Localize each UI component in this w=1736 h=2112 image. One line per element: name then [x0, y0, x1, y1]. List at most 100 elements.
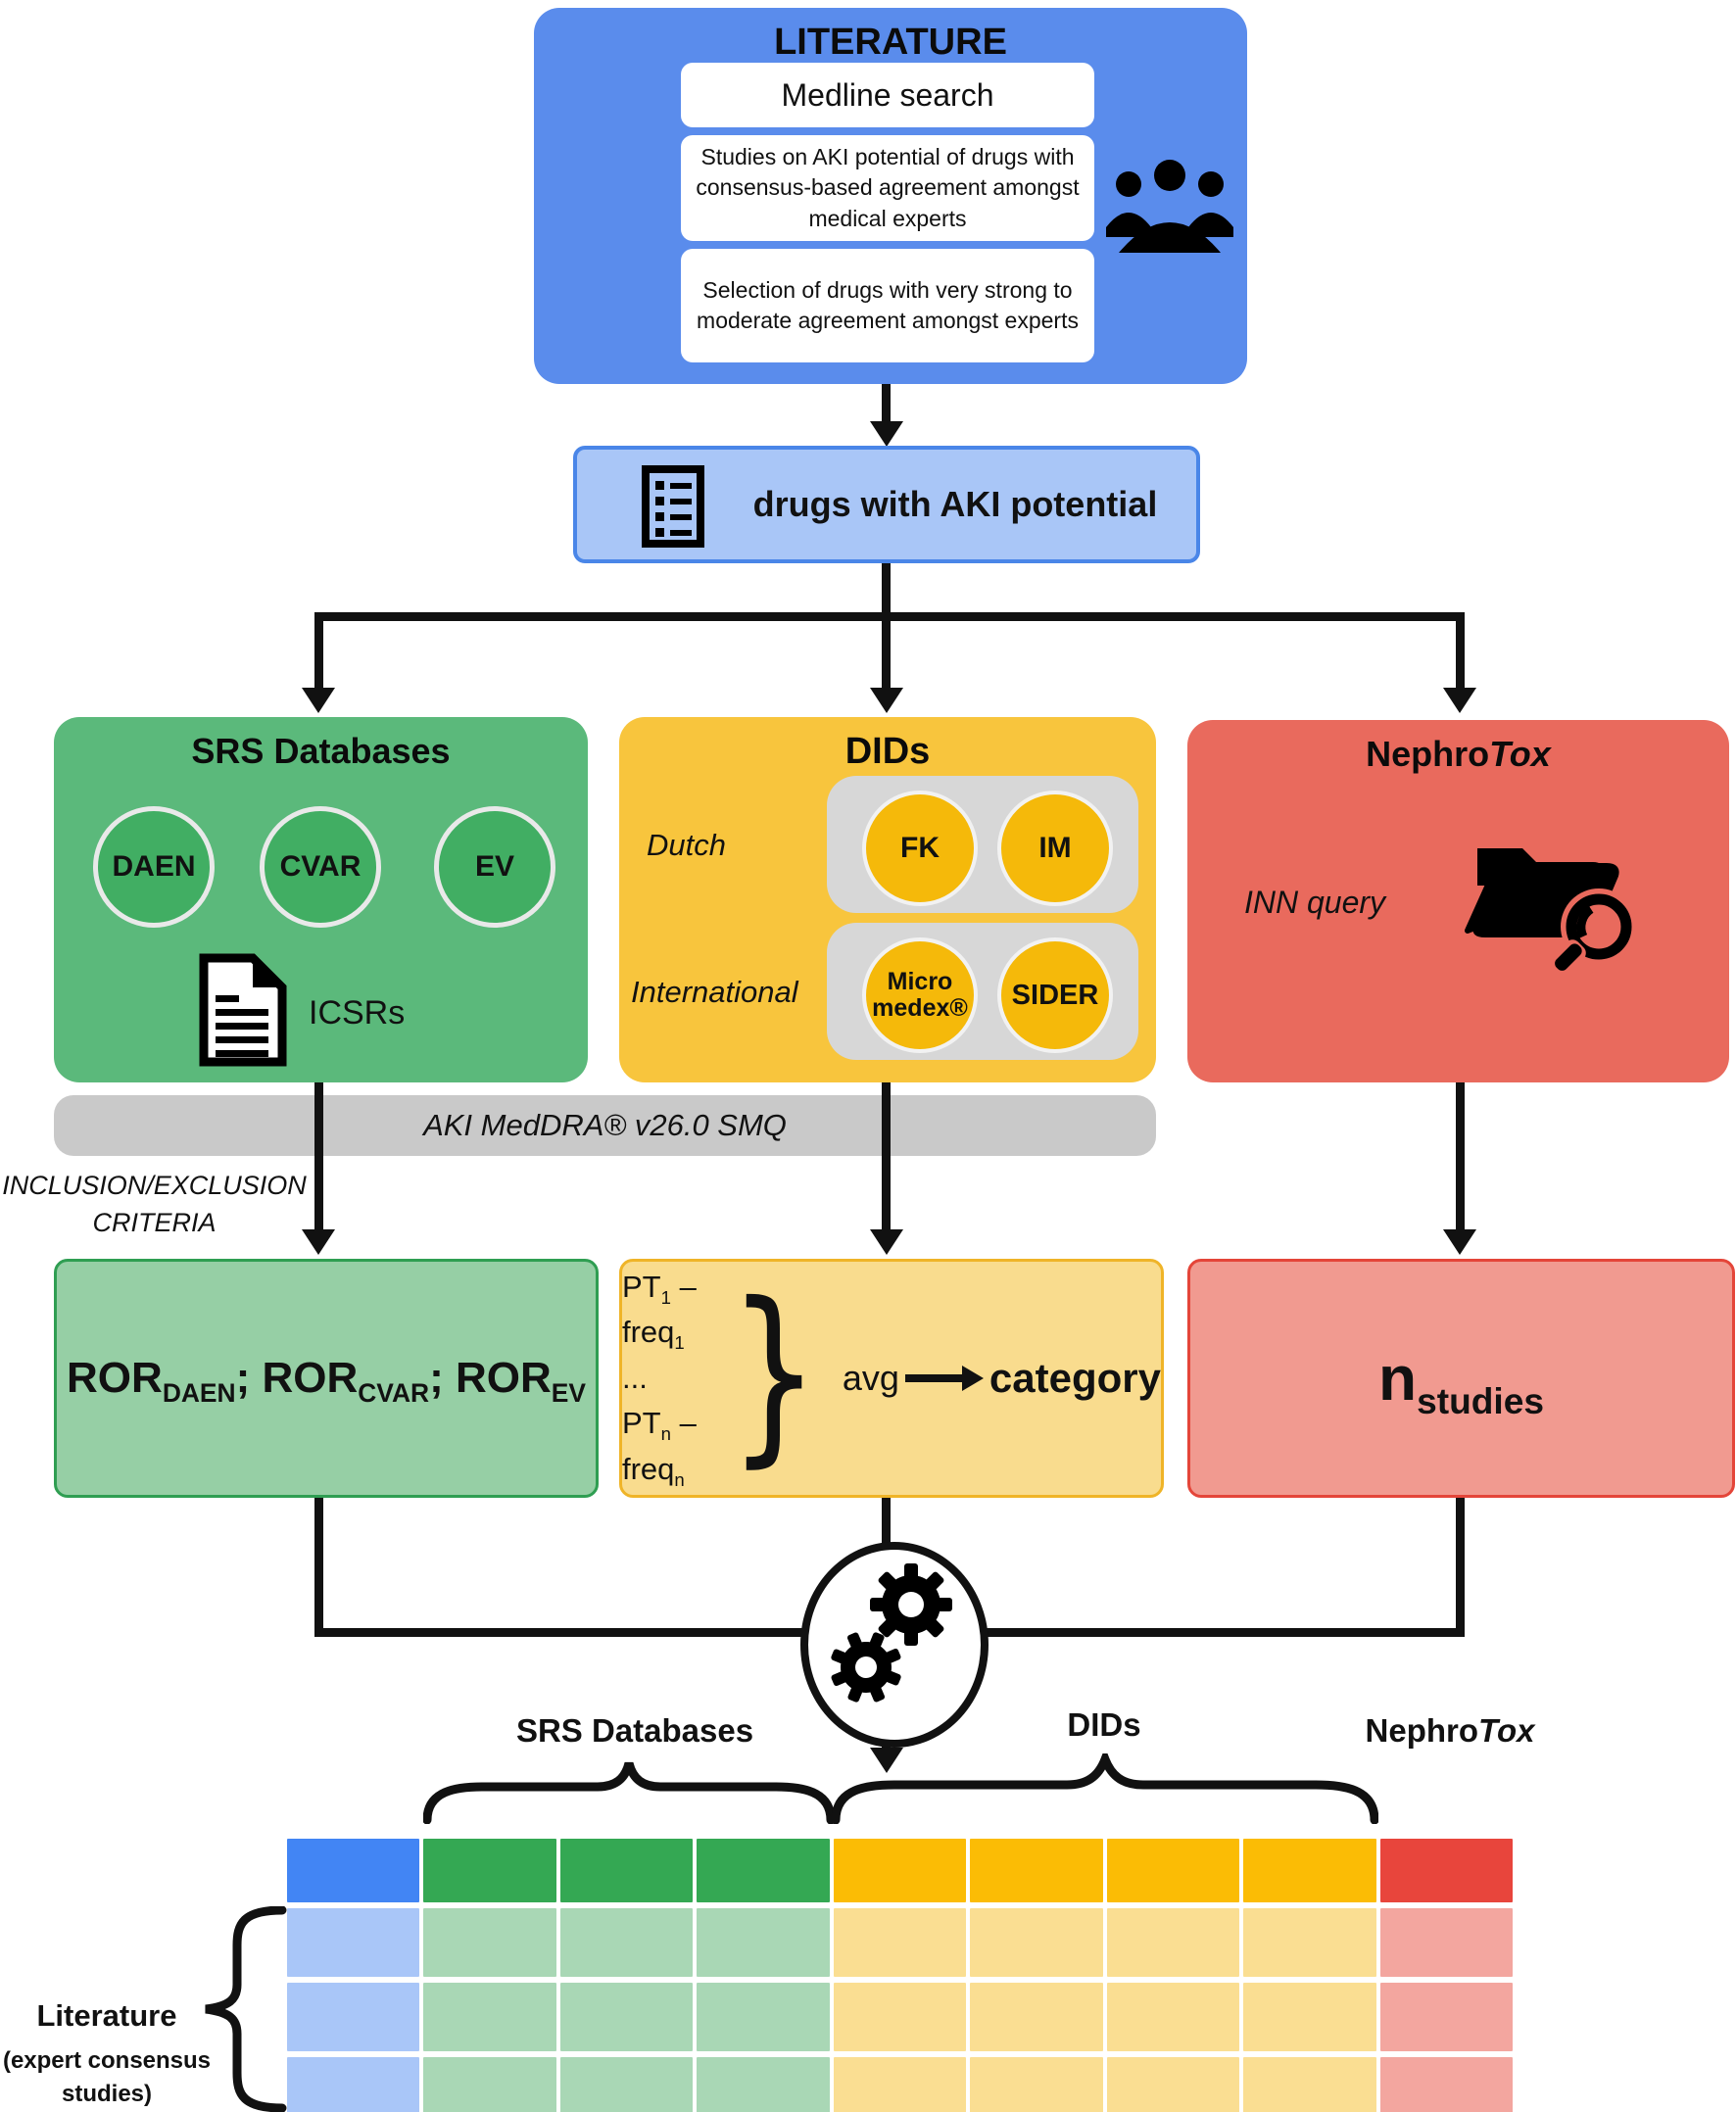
- inn-query-label: INN query: [1244, 885, 1386, 920]
- people-group-icon: [1106, 160, 1233, 253]
- matrix-cell: [697, 1983, 830, 2051]
- matrix-cell: [697, 1908, 830, 1977]
- srs-columns-brace: [423, 1761, 835, 1824]
- arrowhead: [302, 1229, 335, 1255]
- matrix-cell: [559, 1983, 694, 2051]
- nstudies-box: nstudies: [1187, 1259, 1735, 1498]
- connector: [882, 382, 891, 423]
- criteria-line1: INCLUSION/EXCLUSION: [2, 1171, 307, 1200]
- matrix-header-cell: [423, 1839, 556, 1902]
- matrix-cell: [423, 1983, 556, 2051]
- pt-dots: ...: [622, 1360, 648, 1395]
- matrix-cell: [970, 1908, 1103, 1977]
- matrix-dids-label: DIDs: [1067, 1706, 1141, 1743]
- avg-label: avg: [842, 1358, 899, 1398]
- connector: [1456, 1082, 1465, 1231]
- connector: [1456, 1492, 1465, 1637]
- gears-icon: [831, 1563, 952, 1703]
- combine-hub: [800, 1542, 989, 1748]
- rows-brace: [205, 1906, 287, 2112]
- pt-freq-box: PT1 – freq1 ... PTn – freqn } avg catego…: [619, 1259, 1164, 1498]
- connector: [882, 1492, 891, 1585]
- matrix-cell: [287, 2057, 420, 2112]
- dutch-label: Dutch: [647, 828, 726, 862]
- nephrotox-title-regular: Nephro: [1366, 734, 1490, 774]
- arrowhead: [870, 688, 903, 713]
- connector: [882, 612, 891, 691]
- connector: [314, 612, 323, 691]
- connector: [1456, 612, 1465, 691]
- summary-table: [287, 1839, 1513, 2112]
- matrix-cell: [1106, 1908, 1240, 1977]
- arrowhead: [302, 688, 335, 713]
- micromedex-circle: Micro medex®: [862, 937, 978, 1053]
- matrix-cell: [833, 1983, 967, 2051]
- arrowhead: [1443, 688, 1476, 713]
- folder-search-icon: [1465, 848, 1637, 976]
- sider-circle: SIDER: [997, 937, 1113, 1053]
- connector: [314, 1082, 323, 1231]
- srs-title: SRS Databases: [191, 731, 451, 771]
- cvar-circle: CVAR: [260, 806, 381, 928]
- matrix-cell: [1106, 1983, 1240, 2051]
- dids-title: DIDs: [844, 731, 931, 772]
- matrix-cell: [833, 2057, 967, 2112]
- connector: [314, 1492, 323, 1637]
- matrix-header-cell: [833, 1839, 967, 1902]
- aki-drugs-label: drugs with AKI potential: [752, 484, 1158, 524]
- nephrotox-title: NephroTox: [1187, 734, 1729, 775]
- medline-search-box: Medline search: [681, 63, 1094, 127]
- matrix-nephrotox-label: NephroTox: [1365, 1712, 1535, 1749]
- criteria-line2: CRITERIA: [92, 1207, 217, 1237]
- matrix-header-cell: [287, 1839, 420, 1902]
- micromedex-line2: medex®: [872, 994, 968, 1022]
- micromedex-line1: Micro: [887, 967, 953, 995]
- nephrotox-title-italic: Tox: [1489, 734, 1551, 774]
- studies-box: Studies on AKI potential of drugs with c…: [681, 135, 1094, 241]
- matrix-cell: [1243, 1983, 1376, 2051]
- matrix-cell: [1106, 2057, 1240, 2112]
- matrix-header-cell: [697, 1839, 830, 1902]
- international-label: International: [631, 975, 798, 1009]
- category-label: category: [989, 1355, 1161, 1401]
- meddra-bar: AKI MedDRA® v26.0 SMQ: [54, 1095, 1156, 1156]
- matrix-header-cell: [970, 1839, 1103, 1902]
- aki-drugs-box: drugs with AKI potential: [573, 446, 1200, 563]
- meddra-label: AKI MedDRA® v26.0 SMQ: [423, 1108, 787, 1142]
- matrix-header-cell: [559, 1839, 694, 1902]
- matrix-header-cell: [1106, 1839, 1240, 1902]
- ror-box: RORDAEN; RORCVAR; ROREV: [54, 1259, 599, 1498]
- document-icon: [199, 953, 287, 1067]
- matrix-cell: [559, 2057, 694, 2112]
- matrix-cell: [1379, 1983, 1513, 2051]
- avg-to-category-arrow: [904, 1366, 984, 1391]
- arrowhead: [870, 1229, 903, 1255]
- matrix-cell: [1379, 2057, 1513, 2112]
- matrix-cell: [287, 1908, 420, 1977]
- nstudies-formula: nstudies: [1377, 1343, 1544, 1421]
- matrix-row-group-label: Literature (expert consensus studies): [0, 1998, 214, 2108]
- arrowhead: [870, 1748, 903, 1773]
- drug-list-icon: [642, 465, 704, 548]
- arrowhead: [1443, 1229, 1476, 1255]
- fk-circle: FK: [862, 791, 978, 906]
- matrix-header-cell: [1243, 1839, 1376, 1902]
- matrix-cell: [1379, 1908, 1513, 1977]
- matrix-cell: [1243, 2057, 1376, 2112]
- matrix-cell: [423, 2057, 556, 2112]
- literature-title: LITERATURE: [774, 22, 1007, 63]
- pt-freq-list: PT1 – freq1 ... PTn – freqn: [622, 1265, 707, 1493]
- arrowhead: [870, 421, 903, 447]
- ev-circle: EV: [434, 806, 555, 928]
- connector: [882, 1082, 891, 1231]
- dids-columns-brace: [832, 1753, 1378, 1824]
- literature-box: LITERATURE Medline search Studies on AKI…: [534, 8, 1247, 384]
- matrix-srs-label: SRS Databases: [515, 1712, 754, 1749]
- literature-row-label: Literature: [36, 1998, 177, 2033]
- connector: [882, 555, 891, 616]
- matrix-cell: [559, 1908, 694, 1977]
- matrix-cell: [833, 1908, 967, 1977]
- nephrotox-box: NephroTox INN query: [1187, 720, 1729, 1082]
- matrix-cell: [697, 2057, 830, 2112]
